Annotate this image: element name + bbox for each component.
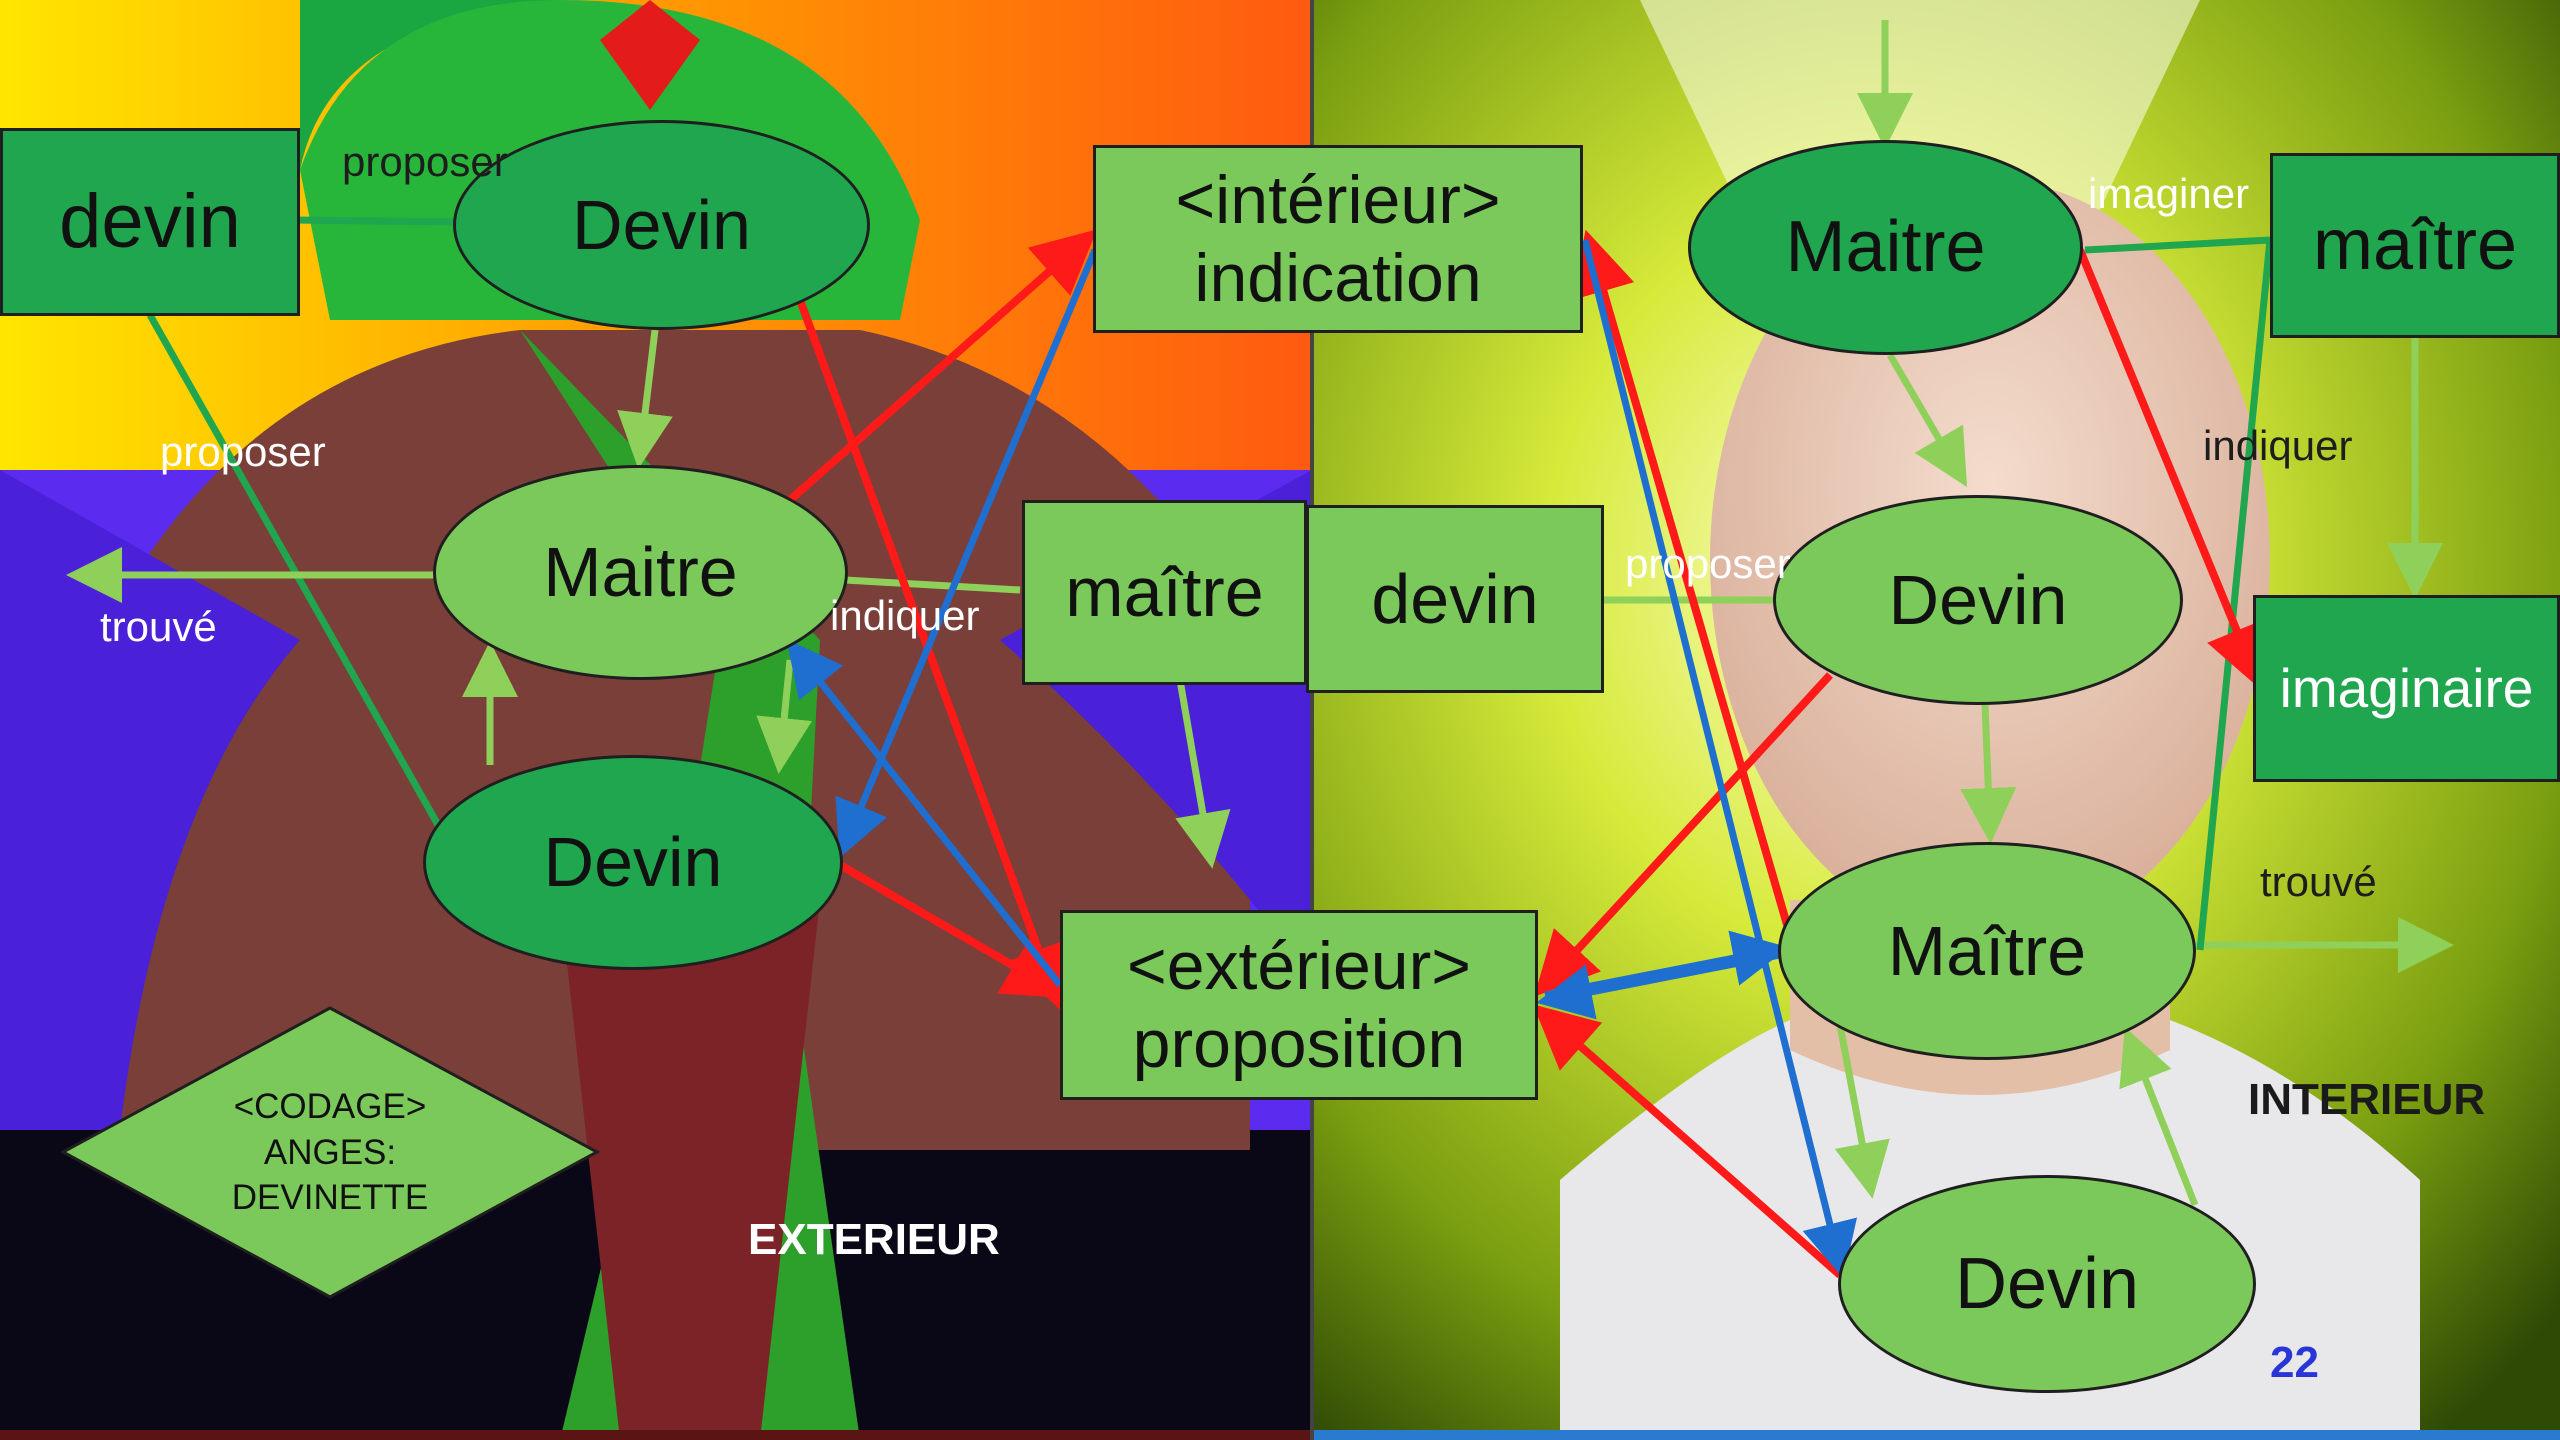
devin-ellipse-bottom-left-label: Devin <box>544 822 723 903</box>
devin-rect-left: devin <box>0 128 300 316</box>
devin-ellipse-bottom-right: Devin <box>1838 1175 2256 1393</box>
maitre-ellipse-lower-right-label: Maître <box>1888 911 2086 992</box>
devin-ellipse-top-left: Devin <box>453 120 870 330</box>
edge-label-trouve-right: trouvé <box>2260 858 2377 906</box>
page-number: 22 <box>2270 1338 2319 1388</box>
maitre-rect-center: maître <box>1022 500 1307 685</box>
devin-ellipse-mid-right: Devin <box>1773 495 2183 705</box>
interieur-tag: <intérieur> <box>1175 161 1500 239</box>
diamond-line-2: ANGES: <box>264 1130 396 1176</box>
maitre-rect-center-label: maître <box>1065 552 1263 633</box>
codage-diamond-text: <CODAGE> ANGES: DEVINETTE <box>60 1005 600 1300</box>
interieur-text: indication <box>1194 239 1481 317</box>
maitre-ellipse-left-label: Maitre <box>543 532 737 613</box>
imaginaire-label: imaginaire <box>2280 657 2534 720</box>
devin-ellipse-bottom-left: Devin <box>423 755 843 970</box>
maitre-ellipse-left: Maitre <box>433 465 848 680</box>
devin-ellipse-top-left-label: Devin <box>572 185 751 266</box>
edge-label-imaginer: imaginer <box>2088 170 2249 218</box>
section-label-exterieur: EXTERIEUR <box>748 1215 1000 1265</box>
devin-rect-center: devin <box>1306 505 1604 693</box>
exterieur-proposition-box: <extérieur> proposition <box>1060 910 1538 1100</box>
edge-label-trouve-left: trouvé <box>100 603 217 651</box>
imaginaire-rect: imaginaire <box>2253 595 2560 782</box>
diamond-line-3: DEVINETTE <box>232 1175 428 1221</box>
maitre-ellipse-top-right: Maitre <box>1688 140 2083 355</box>
section-label-interieur: INTERIEUR <box>2248 1075 2485 1125</box>
devin-ellipse-bottom-right-label: Devin <box>1955 1243 2139 1326</box>
devin-ellipse-mid-right-label: Devin <box>1889 560 2068 641</box>
exterieur-text: proposition <box>1133 1005 1466 1083</box>
interieur-indication-box: <intérieur> indication <box>1093 145 1583 333</box>
devin-rect-center-label: devin <box>1371 559 1538 640</box>
maitre-ellipse-top-right-label: Maitre <box>1785 206 1985 289</box>
edge-label-proposer-left: proposer <box>160 428 326 476</box>
edge-label-proposer-top-left: proposer <box>342 138 508 186</box>
edge-label-indiquer-center: indiquer <box>830 592 979 640</box>
edge-label-proposer-right: proposer <box>1625 540 1791 588</box>
devin-rect-left-label: devin <box>59 178 241 265</box>
maitre-rect-right-label: maître <box>2313 204 2517 287</box>
maitre-ellipse-lower-right: Maître <box>1778 842 2196 1060</box>
edge-label-indiquer-right: indiquer <box>2203 422 2352 470</box>
diamond-line-1: <CODAGE> <box>234 1084 427 1130</box>
exterieur-tag: <extérieur> <box>1127 927 1471 1005</box>
maitre-rect-right: maître <box>2270 153 2560 338</box>
